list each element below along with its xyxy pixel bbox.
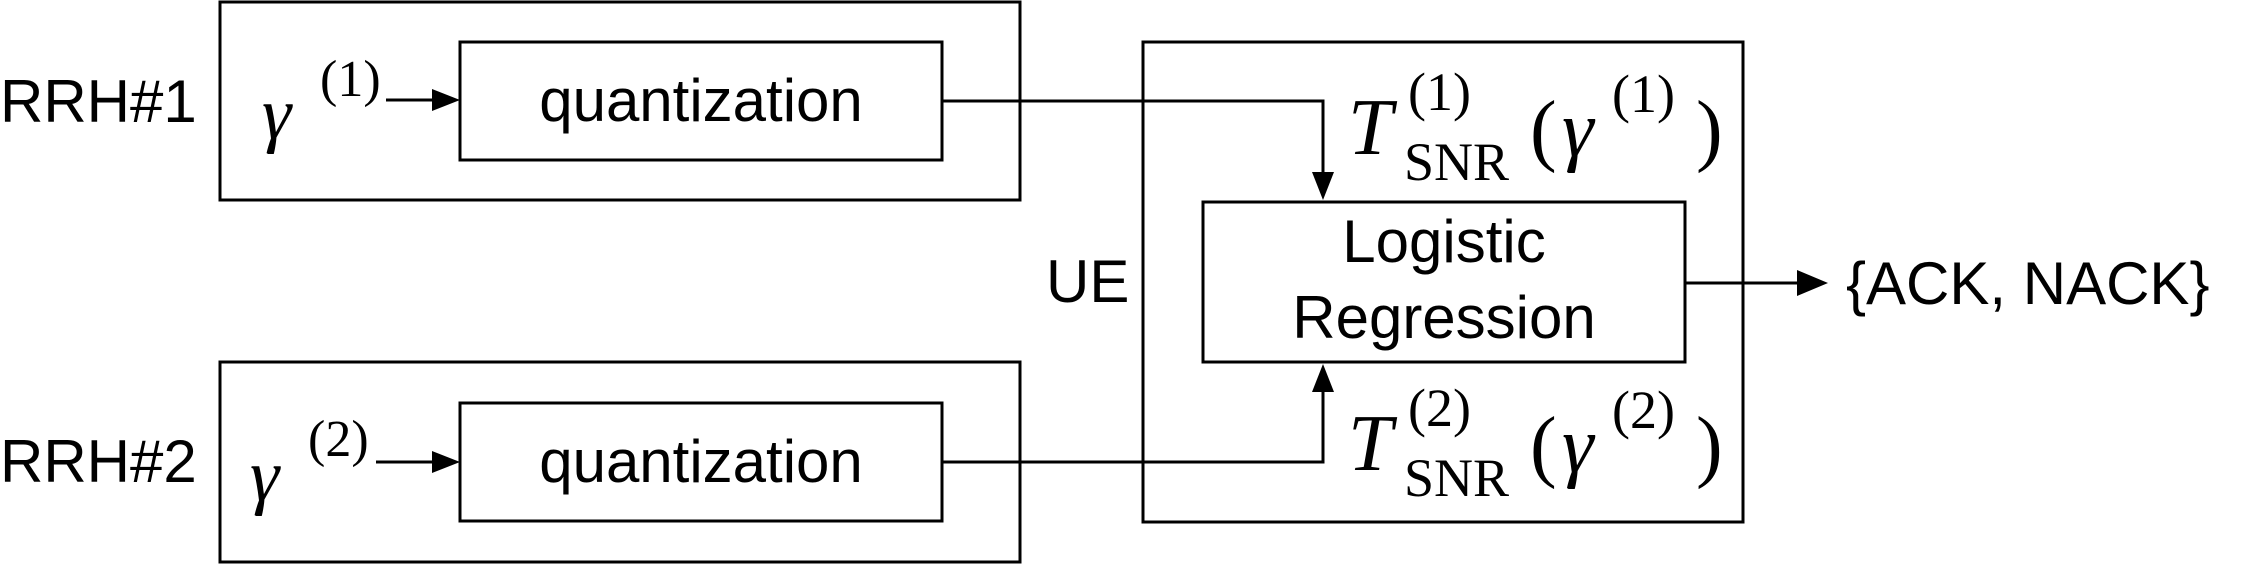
t-snr1-gamma: γ [1562, 86, 1596, 174]
rrh1-quantization-label: quantization [539, 67, 863, 134]
rrh1-quantization-block [458, 40, 944, 162]
rrh1-group: RRH#1 γ (1) quantization [0, 0, 1022, 202]
t-snr1-subscript: SNR [1404, 132, 1509, 192]
rrh1-gamma-symbol: γ [262, 73, 293, 155]
logistic-regression-label-line2: Regression [1292, 284, 1596, 351]
rrh1-input-arrowhead [432, 89, 460, 111]
quantization2-to-regression-arrowhead [1312, 364, 1334, 392]
ue-input2-expression: T (2) SNR ( γ (2) ) [1348, 378, 1723, 508]
quantization1-to-regression-arrowhead [1312, 172, 1334, 200]
logistic-regression-block [1201, 200, 1687, 364]
rrh2-quantization-label: quantization [539, 428, 863, 495]
quantization1-to-regression-wire [942, 99, 1325, 176]
t-snr1-open-paren: ( [1530, 86, 1557, 174]
t-snr1-superscript: (1) [1408, 62, 1471, 122]
rrh2-label: RRH#2 [0, 428, 197, 495]
regression-output-arrowhead [1797, 270, 1828, 296]
output-ack-nack-label: {ACK, NACK} [1846, 250, 2210, 317]
ue-input1-expression: T (1) SNR ( γ (1) ) [1348, 62, 1723, 192]
t-snr2-symbol: T [1348, 400, 1398, 488]
t-snr2-open-paren: ( [1530, 402, 1557, 490]
rrh2-gamma-superscript: (2) [308, 411, 369, 468]
rrh1-gamma-superscript: (1) [320, 51, 381, 108]
ue-group: UE T (1) SNR ( γ (1) ) T (2) SNR ( γ (2)… [1046, 40, 1745, 524]
rrh1-label: RRH#1 [0, 68, 197, 135]
t-snr2-superscript: (2) [1408, 378, 1471, 438]
connections [942, 99, 1828, 464]
rrh2-gamma-symbol: γ [250, 435, 281, 517]
ue-label: UE [1046, 248, 1129, 315]
t-snr2-gamma: γ [1562, 402, 1596, 490]
t-snr1-symbol: T [1348, 84, 1398, 172]
quantization2-to-regression-wire [942, 388, 1325, 464]
t-snr2-close-paren: ) [1696, 402, 1723, 490]
rrh2-quantization-block [458, 401, 944, 523]
rrh2-input-arrowhead [432, 451, 460, 473]
logistic-regression-label-line1: Logistic [1342, 208, 1545, 275]
t-snr2-gamma-superscript: (2) [1612, 380, 1675, 440]
t-snr1-gamma-superscript: (1) [1612, 64, 1675, 124]
rrh2-group: RRH#2 γ (2) quantization [0, 360, 1022, 564]
t-snr1-close-paren: ) [1696, 86, 1723, 174]
t-snr2-subscript: SNR [1404, 448, 1509, 508]
